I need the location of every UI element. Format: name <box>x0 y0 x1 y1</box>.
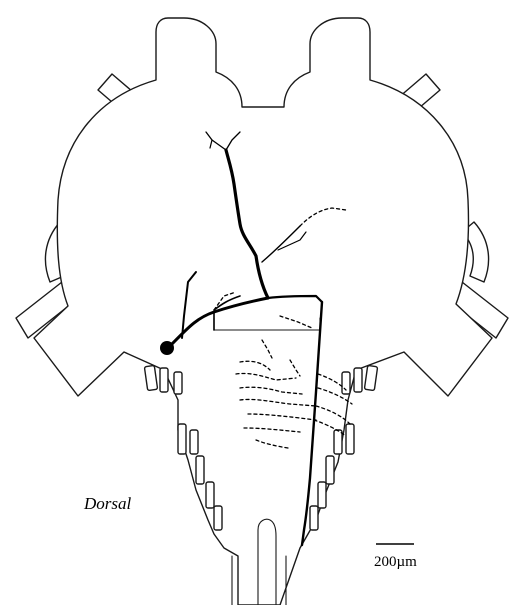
orientation-label: Dorsal <box>83 494 132 513</box>
scale-bar-label: 200µm <box>374 554 417 570</box>
brain-outline <box>34 18 492 605</box>
